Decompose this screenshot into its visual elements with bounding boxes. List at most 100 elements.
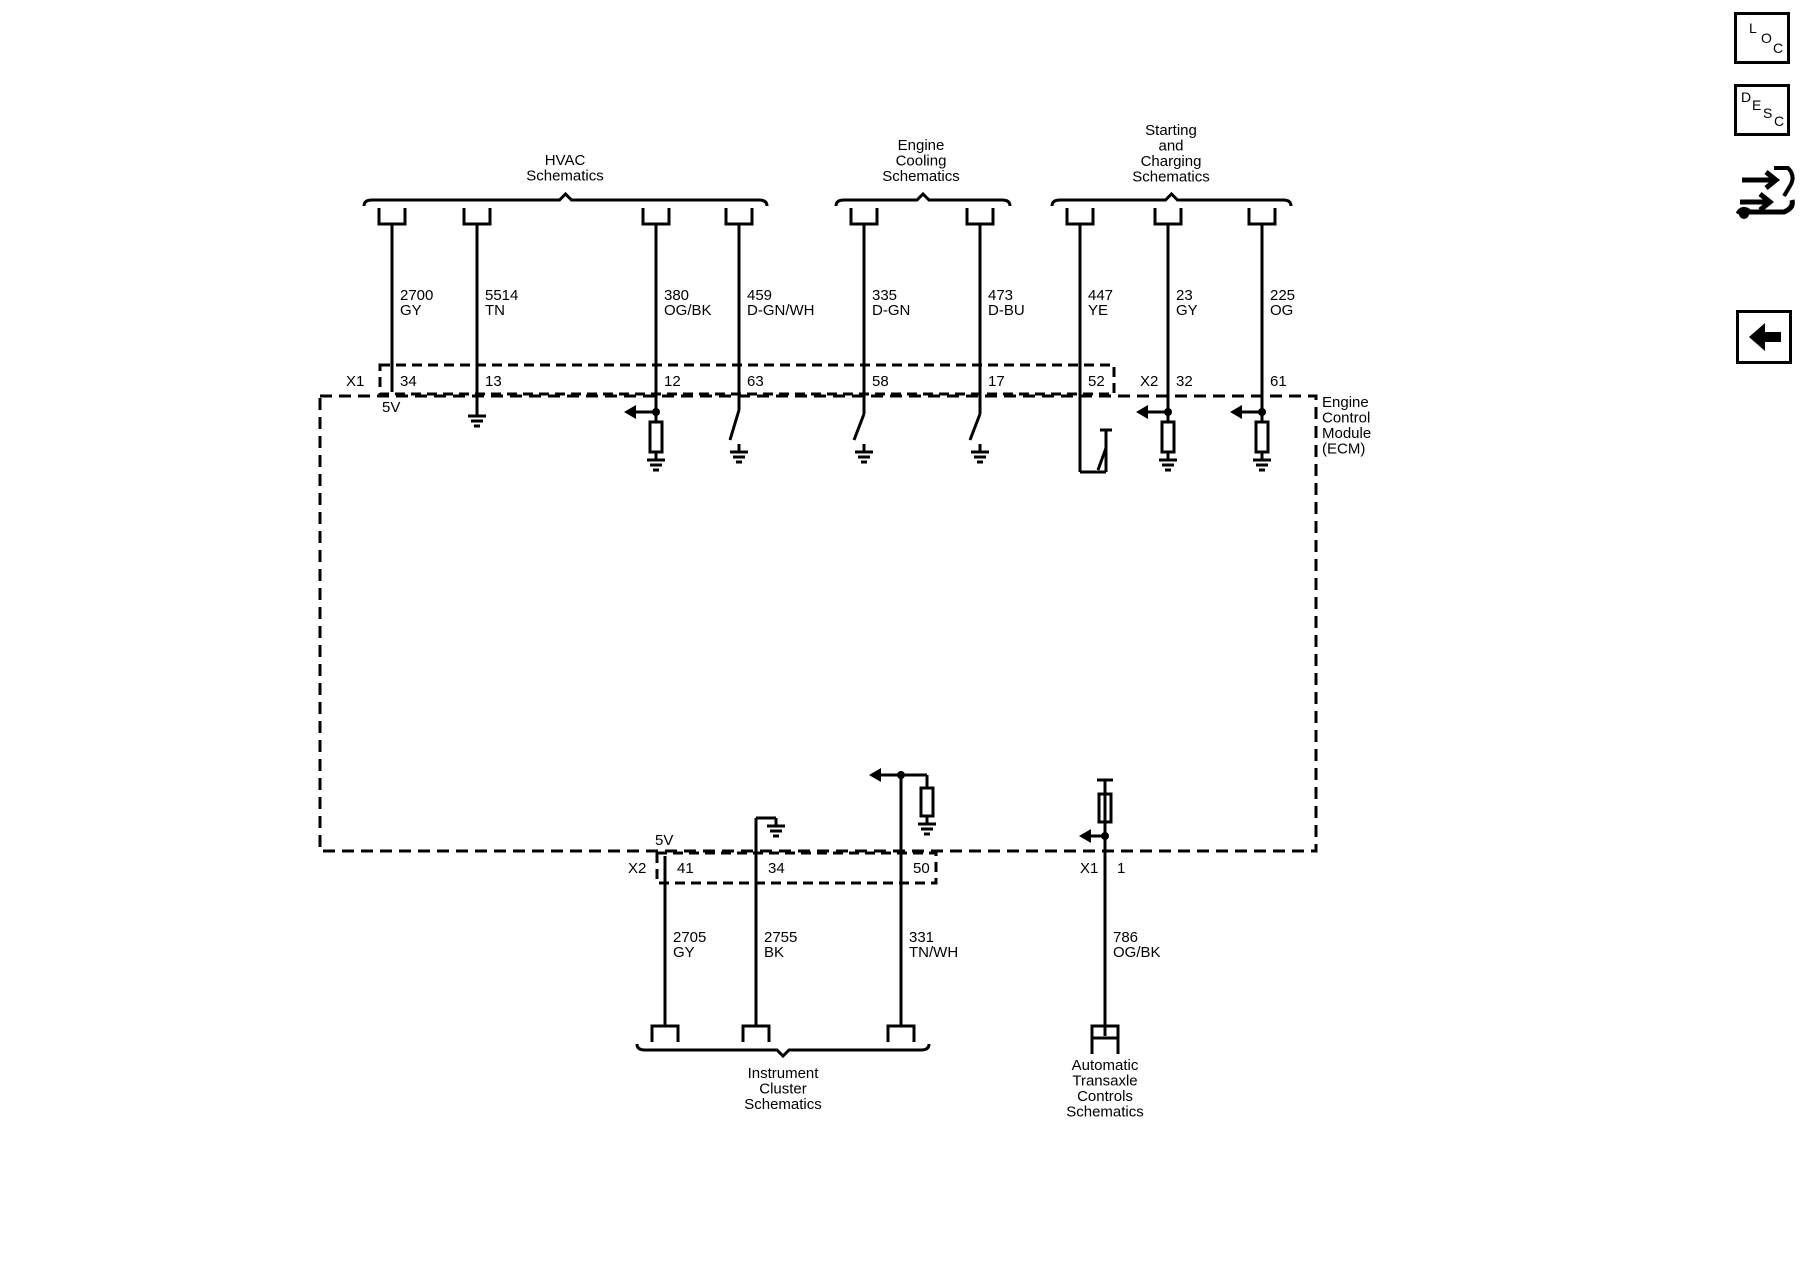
bottom-connector-strip — [655, 851, 938, 885]
res-786 — [1097, 792, 1113, 824]
loc-letter-l: L — [1749, 20, 1757, 36]
res-380 — [648, 420, 664, 454]
transaxle-label-line-0: Automatic — [1072, 1057, 1139, 1074]
cooling-label-line-1: Cooling — [896, 153, 947, 170]
top-wire-8-plug — [1247, 208, 1277, 226]
hvac-brace — [362, 191, 769, 207]
desc-letter-d: D — [1741, 89, 1752, 105]
bottom-wire-0-color: GY — [673, 944, 695, 961]
top-wire-6-plug — [1065, 208, 1095, 226]
res-225 — [1254, 420, 1270, 454]
connector-top-x1: X1 — [346, 373, 364, 390]
res-331 — [919, 786, 935, 818]
top-wire-2-circuit: 380 — [664, 287, 689, 304]
bottom-wire-2-pin: 50 — [913, 860, 930, 877]
connector-bottom-x2: X2 — [628, 860, 646, 877]
top-wire-5-circuit: 473 — [988, 287, 1013, 304]
top-wire-2-plug — [641, 208, 671, 226]
bottom-wire-0-plug — [650, 1024, 680, 1042]
top-wire-5-pin: 17 — [988, 373, 1005, 390]
bottom-wire-1-color: BK — [764, 944, 784, 961]
bottom-wire-2-plug — [886, 1024, 916, 1042]
transaxle-plug — [1090, 1036, 1120, 1054]
switch-459 — [728, 409, 741, 441]
switch-473 — [968, 413, 982, 441]
arrow-331-head — [869, 768, 881, 782]
top-wire-2-pin: 12 — [664, 373, 681, 390]
cluster-label-line-2: Schematics — [744, 1096, 822, 1113]
back-button[interactable] — [1736, 310, 1792, 364]
top-wire-1-circuit: 5514 — [485, 287, 518, 304]
top-wire-6-pin: 52 — [1088, 373, 1105, 390]
top-wire-3-plug — [724, 208, 754, 226]
arrow-23-head — [1136, 405, 1148, 419]
top-wire-1-plug — [462, 208, 492, 226]
ecm-outline — [318, 394, 1318, 853]
starting-label-line-2: Charging — [1141, 153, 1202, 170]
top-wire-0-pin: 34 — [400, 373, 417, 390]
top-wire-6-color: YE — [1088, 302, 1108, 319]
location-icon[interactable]: L O C — [1734, 12, 1790, 64]
top-wire-3-pin: 63 — [747, 373, 764, 390]
voltage-top: 5V — [382, 399, 400, 416]
top-wire-3-color: D-GN/WH — [747, 302, 815, 319]
switch-447 — [1096, 447, 1108, 471]
desc-letter-s: S — [1763, 105, 1773, 121]
wrench-connector-icon[interactable] — [1734, 160, 1798, 226]
top-connector-strip — [378, 363, 1116, 396]
module-label-line-2: Module — [1322, 425, 1371, 442]
top-wire-7-pin: 32 — [1176, 373, 1193, 390]
top-wire-5-color: D-BU — [988, 302, 1025, 319]
connector-bottom-x1: X1 — [1080, 860, 1098, 877]
starting-label-line-3: Schematics — [1132, 169, 1210, 186]
top-wire-4-plug — [849, 208, 879, 226]
description-icon[interactable]: D E S C — [1734, 84, 1790, 136]
top-wire-4-color: D-GN — [872, 302, 910, 319]
loc-letter-c: C — [1773, 40, 1784, 56]
bottom-wire-3-color: OG/BK — [1113, 944, 1161, 961]
desc-letter-e: E — [1752, 97, 1762, 113]
top-wire-8-color: OG — [1270, 302, 1293, 319]
arrow-225-head — [1230, 405, 1242, 419]
top-wire-8-circuit: 225 — [1270, 287, 1295, 304]
top-wire-5-plug — [965, 208, 995, 226]
top-wire-1-pin: 13 — [485, 373, 502, 390]
back-arrow-icon — [1749, 323, 1781, 351]
bottom-wire-2-circuit: 331 — [909, 929, 934, 946]
transaxle-label-line-2: Controls — [1077, 1088, 1133, 1105]
bottom-wire-0-circuit: 2705 — [673, 929, 706, 946]
hvac-label-line-0: HVAC — [545, 152, 586, 169]
starting-label-line-1: and — [1158, 138, 1183, 155]
starting-label-line-0: Starting — [1145, 122, 1197, 139]
bottom-wire-2-color: TN/WH — [909, 944, 958, 961]
voltage-bottom: 5V — [655, 832, 673, 849]
top-wire-1-color: TN — [485, 302, 505, 319]
loc-letter-o: O — [1761, 30, 1772, 46]
cooling-brace — [834, 191, 1012, 207]
desc-letter-c: C — [1774, 113, 1785, 129]
module-label-line-1: Control — [1322, 410, 1370, 427]
top-wire-7-circuit: 23 — [1176, 287, 1193, 304]
res-23 — [1160, 420, 1176, 454]
top-wire-7-plug — [1153, 208, 1183, 226]
bottom-wire-3-pin: 1 — [1117, 860, 1125, 877]
cooling-label-line-2: Schematics — [882, 168, 960, 185]
arrow-786-head — [1079, 829, 1091, 843]
switch-335 — [852, 413, 866, 441]
bottom-wire-3-circuit: 786 — [1113, 929, 1138, 946]
bottom-wire-1-circuit: 2755 — [764, 929, 797, 946]
starting-brace — [1050, 191, 1293, 207]
connector-top-x2: X2 — [1140, 373, 1158, 390]
bottom-wire-0-pin: 41 — [677, 860, 694, 877]
top-wire-0-circuit: 2700 — [400, 287, 433, 304]
cooling-label-line-0: Engine — [898, 137, 945, 154]
top-wire-0-plug — [377, 208, 407, 226]
top-wire-8-pin: 61 — [1270, 373, 1287, 390]
top-wire-4-pin: 58 — [872, 373, 889, 390]
hvac-label-line-1: Schematics — [526, 168, 604, 185]
top-wire-6-circuit: 447 — [1088, 287, 1113, 304]
cluster-label-line-0: Instrument — [748, 1065, 820, 1082]
module-label-line-0: Engine — [1322, 394, 1369, 411]
transaxle-label-line-1: Transaxle — [1072, 1073, 1137, 1090]
